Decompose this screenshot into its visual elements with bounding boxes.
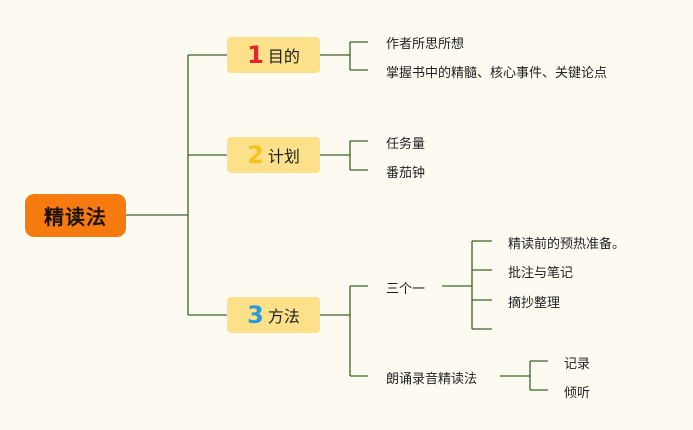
number-badge: 1 xyxy=(247,41,264,69)
sub-branch-label[interactable]: 朗诵录音精读法 xyxy=(386,372,478,387)
root-label: 精读法 xyxy=(44,205,107,229)
leaf-item[interactable]: 精读前的预热准备。 xyxy=(508,237,626,252)
branch-purpose[interactable]: 1 目的 xyxy=(227,37,320,73)
leaf-item[interactable]: 作者所思所想 xyxy=(386,37,465,52)
sub-branch-label[interactable]: 三个一 xyxy=(386,282,426,297)
branch-method[interactable]: 3 方法 xyxy=(227,297,320,333)
leaf-item[interactable]: 番茄钟 xyxy=(386,166,426,181)
branch-label: 方法 xyxy=(267,307,300,326)
branch-label: 目的 xyxy=(267,47,300,66)
leaf-item[interactable]: 记录 xyxy=(564,357,591,372)
branch-label: 计划 xyxy=(267,147,300,166)
branch-plan[interactable]: 2 计划 xyxy=(227,137,320,173)
leaf-item[interactable]: 摘抄整理 xyxy=(508,296,561,311)
leaf-item[interactable]: 批注与笔记 xyxy=(508,266,574,281)
number-badge: 2 xyxy=(247,141,264,169)
number-badge: 3 xyxy=(247,301,264,329)
leaf-item[interactable]: 倾听 xyxy=(564,386,591,401)
leaf-item[interactable]: 掌握书中的精髓、核心事件、关键论点 xyxy=(386,66,608,81)
leaf-item[interactable]: 任务量 xyxy=(386,137,426,152)
root-node[interactable]: 精读法 xyxy=(25,194,126,237)
